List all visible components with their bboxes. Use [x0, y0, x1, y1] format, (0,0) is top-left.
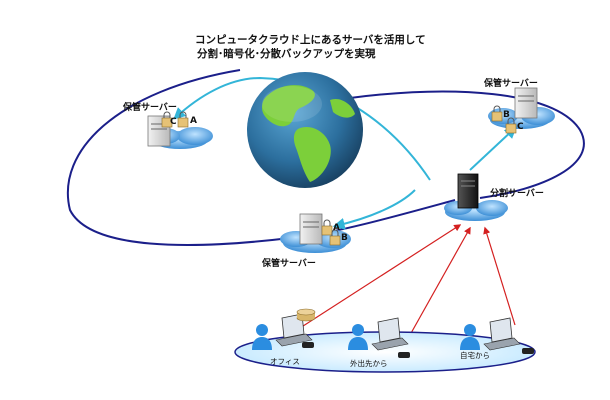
arrow-to-bottom-storage	[332, 189, 416, 230]
diagram-title: コンピュータクラウド上にあるサーバを活用して 分割･暗号化･分散バックアップを実…	[195, 33, 426, 61]
outside-label: 外出先から	[350, 359, 388, 368]
storage-server-left	[147, 115, 213, 149]
lock-icon	[491, 105, 503, 122]
laptop-icon	[371, 317, 409, 351]
title-line-2: 分割･暗号化･分散バックアップを実現	[197, 48, 376, 60]
arrow-from-home	[483, 226, 516, 326]
storage-bottom-label: 保管サーバー	[262, 259, 316, 269]
home-user	[460, 317, 534, 354]
storage-right-label: 保管サーバー	[484, 79, 538, 89]
lock-icon	[161, 111, 173, 128]
fragment-label-c: C	[517, 122, 524, 132]
arrow-from-office	[299, 224, 462, 329]
split-server	[444, 173, 508, 221]
outside-user	[348, 317, 410, 358]
phone-icon	[302, 342, 314, 348]
fragment-label-a: A	[333, 223, 340, 233]
lock-icon	[177, 111, 189, 128]
lock-icon	[329, 229, 341, 246]
title-line-1: コンピュータクラウド上にあるサーバを活用して	[195, 34, 426, 46]
laptop-icon	[483, 317, 521, 351]
fragment-label-c: C	[170, 117, 177, 127]
lock-icon	[505, 117, 517, 134]
storage-left-label: 保管サーバー	[123, 103, 177, 113]
fragment-label-b: B	[503, 110, 510, 120]
arrow-from-outside	[409, 226, 471, 336]
fragment-label-b: B	[341, 233, 348, 243]
phone-icon	[398, 352, 410, 358]
office-user	[252, 308, 316, 350]
arrow-to-right-storage	[469, 126, 517, 171]
split-server-label: 分割サーバー	[490, 189, 544, 199]
coin-icon	[296, 308, 316, 322]
lock-icon	[321, 219, 333, 236]
home-label: 自宅から	[460, 351, 490, 360]
office-label: オフィス	[270, 357, 300, 366]
fragment-label-a: A	[190, 116, 197, 126]
globe-icon	[247, 72, 363, 188]
phone-icon	[522, 348, 534, 354]
